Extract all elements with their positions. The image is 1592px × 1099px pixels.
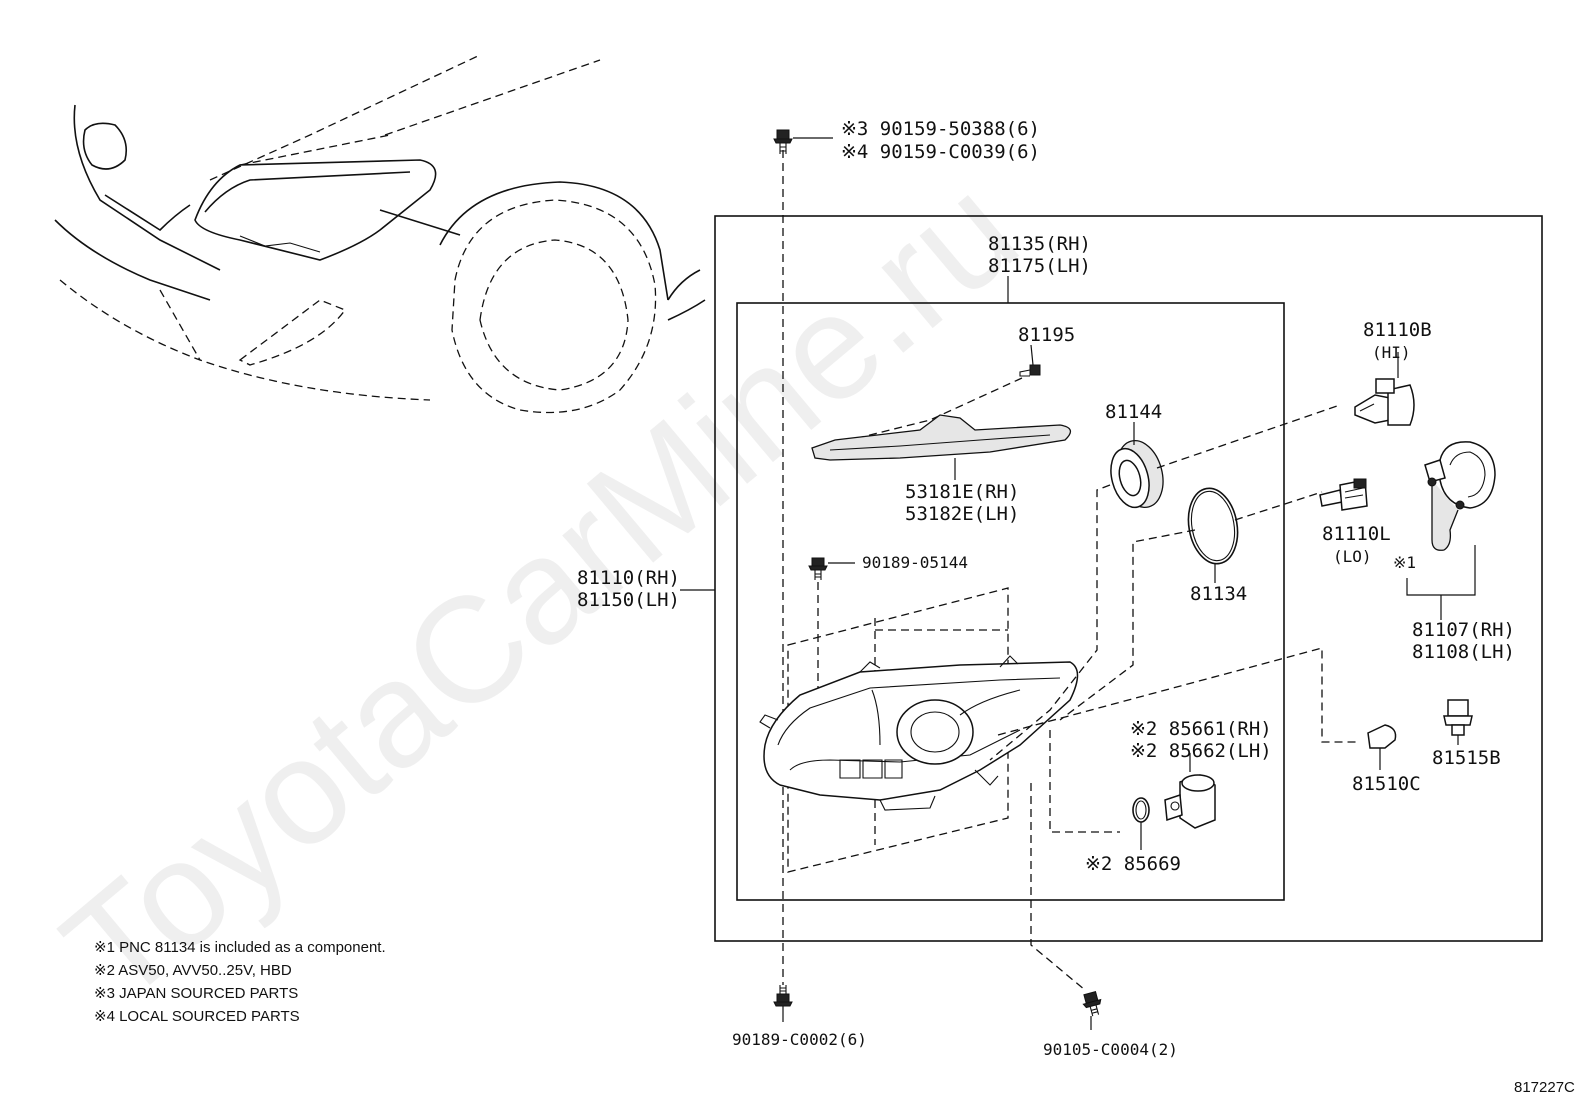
leveling-label-1: ※2 85661(RH) bbox=[1130, 718, 1272, 740]
screw-81195-icon bbox=[1019, 364, 1041, 377]
socket-81515b-illustration bbox=[1443, 699, 1473, 736]
figure-code: 817227C bbox=[1514, 1079, 1575, 1096]
bolt-bottom-left-label: 90189-C0002(6) bbox=[732, 1030, 867, 1049]
bulb-81510c-label: 81510C bbox=[1352, 773, 1421, 795]
footnote-2: ※2 ASV50, AVV50..25V, HBD bbox=[94, 962, 292, 979]
watermark: ToyotaCarMine.ru bbox=[33, 145, 1048, 1035]
socket-label-1: 81107(RH) bbox=[1412, 619, 1515, 641]
top-bolt-icon bbox=[773, 129, 793, 154]
assembly-outline bbox=[714, 215, 1543, 942]
bulb-hi-tag-label: (HI) bbox=[1372, 343, 1411, 362]
dust-cap-81144-illustration bbox=[1110, 440, 1164, 509]
cap-81144-label: 81144 bbox=[1105, 401, 1162, 423]
bottom-right-bolt-icon bbox=[1082, 991, 1102, 1017]
assembly-label-1: 81110(RH) bbox=[577, 567, 680, 589]
garnish-illustration bbox=[811, 414, 1072, 461]
socket-mark-label: ※1 bbox=[1393, 553, 1416, 572]
gasket-81134-label: 81134 bbox=[1190, 583, 1247, 605]
vehicle-front-illustration bbox=[54, 54, 706, 414]
unit-label-1: 81135(RH) bbox=[988, 233, 1091, 255]
o-ring-85669-label: ※2 85669 bbox=[1085, 853, 1181, 875]
socket-label-2: 81108(LH) bbox=[1412, 641, 1515, 663]
leveling-label-2: ※2 85662(LH) bbox=[1130, 740, 1272, 762]
screw-05144-label: 90189-05144 bbox=[862, 553, 968, 572]
footnote-1: ※1 PNC 81134 is included as a component. bbox=[94, 939, 386, 956]
lo-beam-bulb-illustration bbox=[1319, 478, 1368, 511]
bulb-lo-tag-label: (LO) bbox=[1333, 547, 1372, 566]
hi-beam-bulb-illustration bbox=[1354, 378, 1415, 426]
unit-outline bbox=[736, 302, 1285, 901]
bottom-right-bolt-line bbox=[1030, 783, 1086, 991]
unit-label-2: 81175(LH) bbox=[988, 255, 1091, 277]
garnish-label-1: 53181E(RH) bbox=[905, 481, 1019, 503]
bulb-socket-illustration bbox=[1424, 441, 1496, 551]
screw-05144-icon bbox=[808, 557, 828, 580]
garnish-label-2: 53182E(LH) bbox=[905, 503, 1019, 525]
bolt-bottom-right-label: 90105-C0004(2) bbox=[1043, 1040, 1178, 1059]
bulb-lo-number-label: 81110L bbox=[1322, 523, 1391, 545]
footnote-3: ※3 JAPAN SOURCED PARTS bbox=[94, 985, 298, 1002]
o-ring-85669-illustration bbox=[1132, 797, 1150, 823]
gasket-81134-illustration bbox=[1187, 487, 1239, 565]
headlamp-housing-illustration bbox=[759, 587, 1079, 873]
bulb-hi-number-label: 81110B bbox=[1363, 319, 1432, 341]
small-bulb-81510c-illustration bbox=[1367, 724, 1397, 749]
bottom-left-bolt-icon bbox=[773, 985, 793, 1007]
bolt-top-label-2: ※4 90159-C0039(6) bbox=[841, 141, 1040, 163]
footnote-4: ※4 LOCAL SOURCED PARTS bbox=[94, 1008, 300, 1025]
screw-81195-label: 81195 bbox=[1018, 324, 1075, 346]
assembly-label-2: 81150(LH) bbox=[577, 589, 680, 611]
leveling-actuator-illustration bbox=[1164, 774, 1216, 829]
socket-81515b-label: 81515B bbox=[1432, 747, 1501, 769]
bolt-top-label-1: ※3 90159-50388(6) bbox=[841, 118, 1040, 140]
